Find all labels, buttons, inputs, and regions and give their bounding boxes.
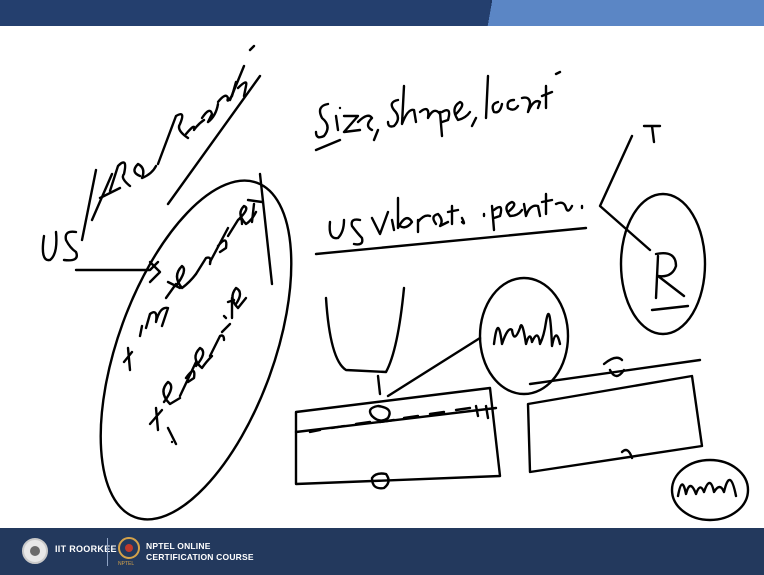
course-label: NPTEL ONLINE CERTIFICATION COURSE	[146, 541, 254, 563]
whiteboard	[0, 26, 764, 528]
radiography-note-ink	[90, 44, 256, 222]
course-line-2: CERTIFICATION COURSE	[146, 552, 254, 562]
footer-bar: IIT ROORKEE NPTEL NPTEL ONLINE CERTIFICA…	[0, 528, 764, 575]
right-specimen-ink	[526, 356, 750, 522]
us-label-ink	[41, 168, 162, 284]
top-banner	[0, 0, 764, 26]
nptel-logo-icon	[118, 537, 140, 559]
interpretation-note-ink	[122, 198, 264, 446]
top-banner-accent	[474, 0, 764, 26]
footer-divider	[107, 538, 108, 566]
course-line-1: NPTEL ONLINE	[146, 541, 211, 551]
top-banner-left	[0, 0, 490, 26]
nptel-mark: NPTEL	[118, 561, 135, 567]
us-vibration-note-ink	[314, 192, 588, 256]
handwriting-canvas	[41, 44, 750, 522]
t-r-ink	[598, 124, 707, 336]
radiography-underline	[166, 74, 262, 206]
iit-roorkee-logo-icon	[22, 538, 48, 564]
interpretation-ellipse-ink	[99, 172, 293, 521]
size-shape-note-ink	[314, 70, 562, 152]
left-specimen-ink	[294, 276, 570, 490]
institute-label: IIT ROORKEE	[55, 544, 117, 554]
